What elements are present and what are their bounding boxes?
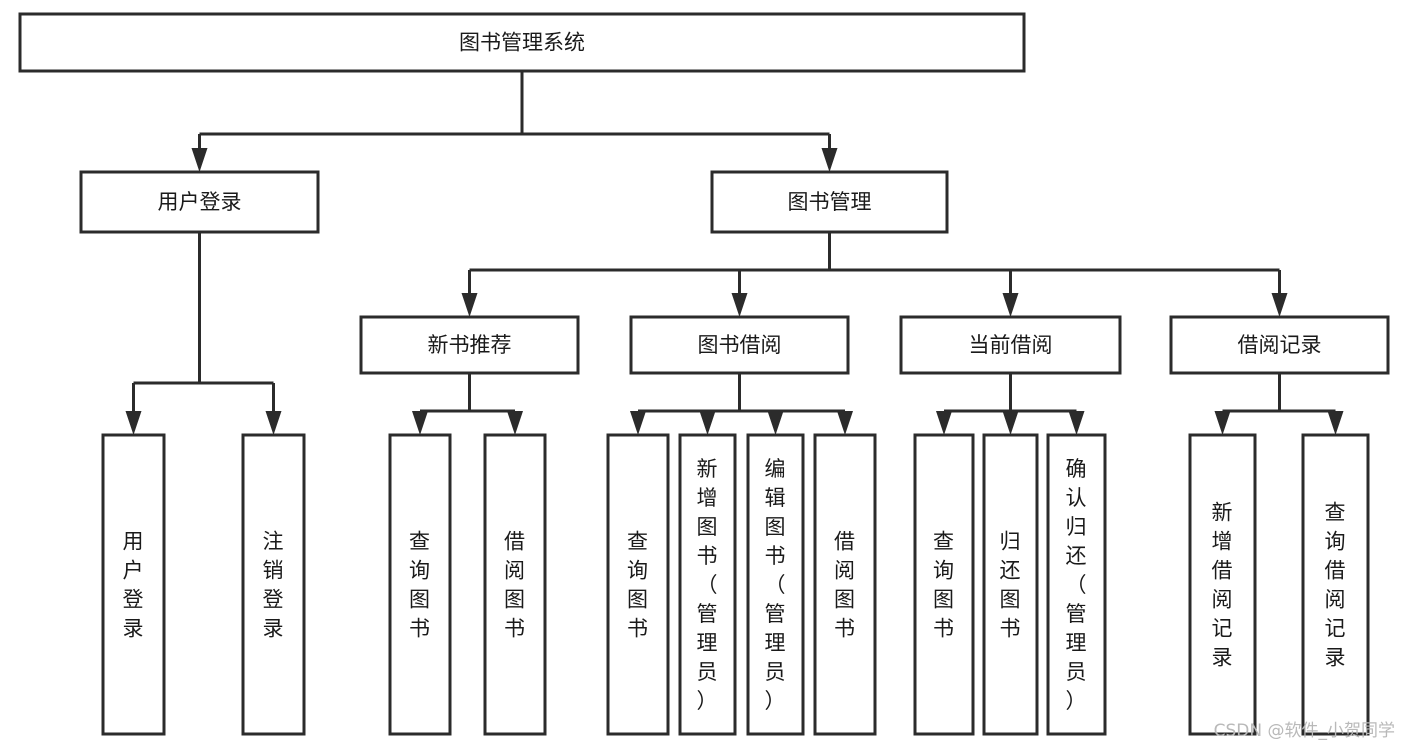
node-label-leaf-confirm-return-admin: 确认归还（管理员） bbox=[1066, 457, 1088, 713]
arrowhead-l3-3 bbox=[1271, 293, 1288, 317]
node-book-borrow[interactable]: 图书借阅 bbox=[629, 315, 850, 375]
node-leaf-add-borrow-record[interactable]: 新增借阅记录 bbox=[1188, 433, 1257, 736]
node-box-leaf-user-login bbox=[101, 433, 166, 736]
node-label-leaf-edit-book-admin: 编辑图书（管理员） bbox=[765, 457, 787, 713]
node-box-user-login bbox=[79, 170, 320, 234]
node-label-borrow-record: 借阅记录 bbox=[1238, 333, 1322, 357]
node-label-leaf-return-book: 归还图书 bbox=[1000, 530, 1022, 641]
node-box-leaf-confirm-return-admin bbox=[1046, 433, 1107, 736]
node-label-user-login: 用户登录 bbox=[158, 190, 242, 214]
arrowhead-leaf-4-1 bbox=[1327, 411, 1344, 435]
node-leaf-add-book-admin[interactable]: 新增图书（管理员） bbox=[678, 433, 737, 736]
arrowhead-leaf-1-1 bbox=[507, 411, 523, 435]
arrowhead-leaf-2-3 bbox=[837, 411, 853, 435]
node-box-leaf-logout bbox=[241, 433, 306, 736]
node-box-leaf-return-book bbox=[982, 433, 1039, 736]
node-leaf-query-book-current[interactable]: 查询图书 bbox=[913, 433, 975, 736]
node-box-leaf-borrow-book-rec bbox=[483, 433, 547, 736]
node-leaf-return-book[interactable]: 归还图书 bbox=[982, 433, 1039, 736]
node-book-manage[interactable]: 图书管理 bbox=[710, 170, 949, 234]
node-label-leaf-logout: 注销登录 bbox=[263, 530, 285, 641]
node-box-leaf-borrow-book bbox=[813, 433, 877, 736]
node-label-new-book-recommend: 新书推荐 bbox=[428, 333, 512, 357]
arrowhead-leaf-1-0 bbox=[412, 411, 428, 435]
node-user-login[interactable]: 用户登录 bbox=[79, 170, 320, 234]
node-leaf-borrow-book-rec[interactable]: 借阅图书 bbox=[483, 433, 547, 736]
node-label-book-manage: 图书管理 bbox=[788, 190, 872, 214]
arrowhead-l2-1 bbox=[821, 148, 838, 172]
node-leaf-query-book-borrow[interactable]: 查询图书 bbox=[606, 433, 670, 736]
node-box-leaf-query-book-rec bbox=[388, 433, 452, 736]
node-label-leaf-query-book-current: 查询图书 bbox=[933, 530, 955, 641]
node-layer: 图书管理系统用户登录图书管理新书推荐图书借阅当前借阅借阅记录用户登录注销登录查询… bbox=[18, 12, 1390, 736]
node-box-leaf-query-book-current bbox=[913, 433, 975, 736]
node-label-leaf-add-borrow-record: 新增借阅记录 bbox=[1212, 501, 1234, 670]
node-label-leaf-borrow-book-rec: 借阅图书 bbox=[504, 530, 526, 641]
arrowhead-leaf-4-0 bbox=[1214, 411, 1231, 435]
node-box-current-borrow bbox=[899, 315, 1122, 375]
node-label-leaf-add-book-admin: 新增图书（管理员） bbox=[697, 457, 719, 713]
node-box-book-borrow bbox=[629, 315, 850, 375]
arrowhead-leaf-0-0 bbox=[125, 411, 142, 435]
arrowhead-leaf-0-1 bbox=[265, 411, 282, 435]
node-box-book-manage bbox=[710, 170, 949, 234]
node-current-borrow[interactable]: 当前借阅 bbox=[899, 315, 1122, 375]
node-leaf-edit-book-admin[interactable]: 编辑图书（管理员） bbox=[746, 433, 805, 736]
node-borrow-record[interactable]: 借阅记录 bbox=[1169, 315, 1390, 375]
node-label-root: 图书管理系统 bbox=[459, 31, 585, 55]
node-box-borrow-record bbox=[1169, 315, 1390, 375]
arrowhead-leaf-2-1 bbox=[699, 411, 716, 435]
arrowhead-l3-1 bbox=[731, 293, 748, 317]
node-leaf-confirm-return-admin[interactable]: 确认归还（管理员） bbox=[1046, 433, 1107, 736]
node-leaf-logout[interactable]: 注销登录 bbox=[241, 433, 306, 736]
arrowhead-l3-2 bbox=[1002, 293, 1019, 317]
node-label-leaf-borrow-book: 借阅图书 bbox=[834, 530, 856, 641]
node-box-leaf-add-book-admin bbox=[678, 433, 737, 736]
node-box-leaf-query-book-borrow bbox=[606, 433, 670, 736]
node-box-leaf-edit-book-admin bbox=[746, 433, 805, 736]
node-root[interactable]: 图书管理系统 bbox=[18, 12, 1026, 73]
node-leaf-query-book-rec[interactable]: 查询图书 bbox=[388, 433, 452, 736]
node-leaf-user-login[interactable]: 用户登录 bbox=[101, 433, 166, 736]
node-box-leaf-query-borrow-record bbox=[1301, 433, 1370, 736]
arrowhead-leaf-2-0 bbox=[630, 411, 646, 435]
arrowhead-l3-0 bbox=[461, 293, 478, 317]
node-leaf-query-borrow-record[interactable]: 查询借阅记录 bbox=[1301, 433, 1370, 736]
node-box-leaf-add-borrow-record bbox=[1188, 433, 1257, 736]
node-label-leaf-query-book-borrow: 查询图书 bbox=[627, 530, 649, 641]
node-label-leaf-query-borrow-record: 查询借阅记录 bbox=[1325, 501, 1347, 670]
arrowhead-leaf-3-0 bbox=[936, 411, 952, 435]
node-label-leaf-user-login: 用户登录 bbox=[123, 530, 145, 641]
arrowhead-l2-0 bbox=[191, 148, 208, 172]
arrowhead-leaf-2-2 bbox=[767, 411, 784, 435]
node-leaf-borrow-book[interactable]: 借阅图书 bbox=[813, 433, 877, 736]
connector-layer bbox=[125, 71, 1344, 435]
arrowhead-leaf-3-2 bbox=[1068, 411, 1085, 435]
node-label-current-borrow: 当前借阅 bbox=[969, 333, 1053, 357]
node-box-root bbox=[18, 12, 1026, 73]
node-new-book-recommend[interactable]: 新书推荐 bbox=[359, 315, 580, 375]
node-label-book-borrow: 图书借阅 bbox=[698, 333, 782, 357]
node-box-new-book-recommend bbox=[359, 315, 580, 375]
node-label-leaf-query-book-rec: 查询图书 bbox=[409, 530, 431, 641]
arrowhead-leaf-3-1 bbox=[1002, 411, 1019, 435]
